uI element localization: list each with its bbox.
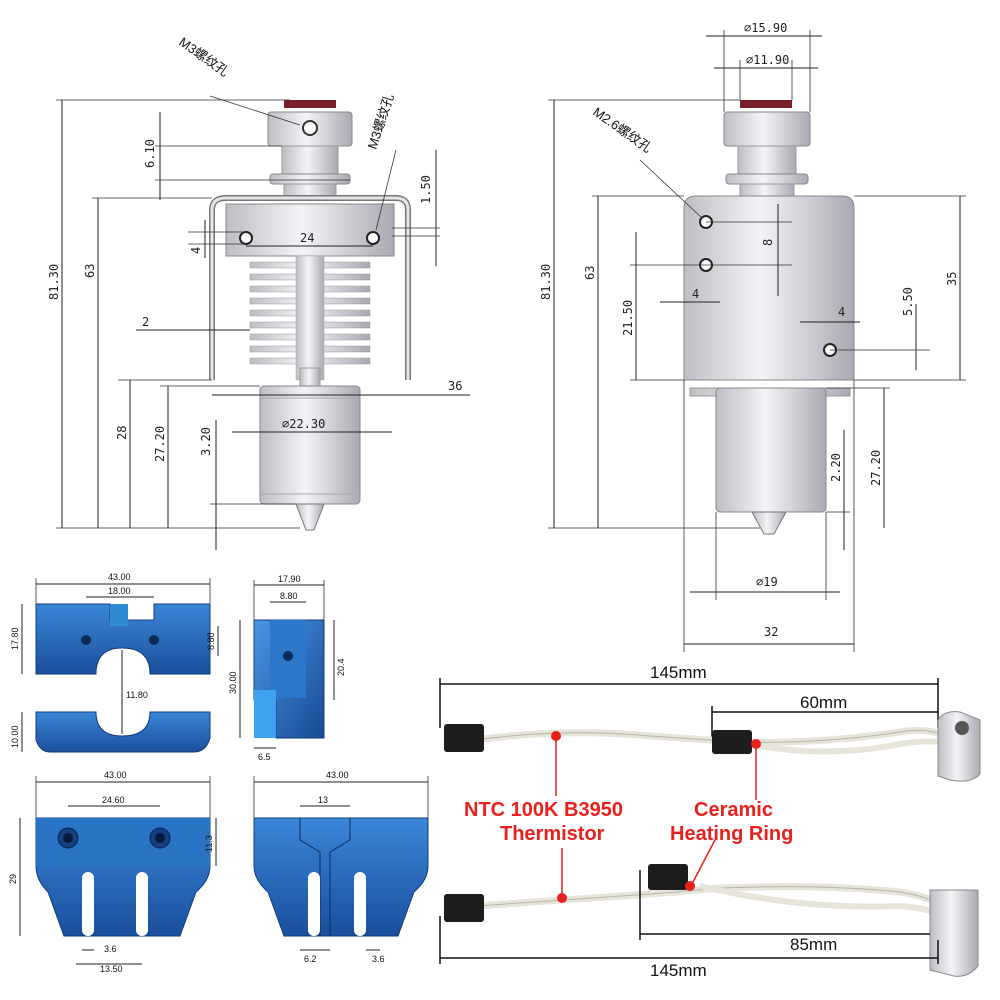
connector-icon — [712, 730, 752, 754]
dim-4-side-b: 4 — [838, 305, 845, 319]
dim-81-30: 81.30 — [47, 264, 61, 300]
dim-43-00-a: 43.00 — [108, 572, 131, 582]
dim-24: 24 — [300, 231, 314, 245]
dim-11-80: 11.80 — [126, 690, 148, 700]
dim-30-00: 30.00 — [228, 671, 238, 694]
heatsink-side — [683, 195, 855, 381]
dim-17-80: 17.80 — [10, 627, 20, 650]
dim-13-50: 13.50 — [100, 964, 123, 974]
hotend-front-view: M3螺纹孔 M3螺纹孔 81.30 63 28 27.20 3.20 6.10 … — [47, 34, 470, 550]
callout-m3-top: M3螺纹孔 — [176, 34, 231, 79]
dim-8-side: 8 — [761, 239, 775, 246]
screw-hole-icon — [239, 231, 253, 245]
dim-3-20: 3.20 — [199, 427, 213, 456]
dim-6-2: 6.2 — [304, 954, 317, 964]
dim-2-20: 2.20 — [829, 453, 843, 482]
dim-5-50: 5.50 — [901, 287, 915, 316]
heater-block-side — [715, 387, 827, 513]
dim-63-side: 63 — [583, 266, 597, 280]
dim-1-50: 1.50 — [419, 175, 433, 204]
m3-hole-icon — [302, 120, 318, 136]
hotend-side-view: M2.6螺纹孔 ∅15.90 ∅11.90 81.30 63 21.50 4 8… — [539, 21, 966, 652]
dim-29: 29 — [8, 874, 18, 884]
dim-43-00-b: 43.00 — [104, 770, 127, 780]
dim-dia-11-90: ∅11.90 — [746, 53, 789, 67]
block-back-view: 43.00 24.60 29 11.3 3.6 13.50 — [8, 770, 217, 974]
dim-4: 4 — [189, 247, 203, 254]
dim-11-3: 11.3 — [204, 835, 214, 852]
dim-8-80-b: 8.80 — [280, 591, 298, 601]
dim-6-5: 6.5 — [258, 752, 271, 762]
length-145mm-top: 145mm — [650, 663, 707, 682]
label-ntc-line1: NTC 100K B3950 — [464, 799, 623, 821]
label-heater-line2: Heating Ring — [670, 823, 793, 845]
pneumatic-collet — [284, 100, 336, 108]
dim-dia-19: ∅19 — [756, 575, 778, 589]
label-ntc-line2: Thermistor — [500, 823, 605, 845]
block-side-view: 17.90 8.80 30.00 20.4 6.5 — [228, 574, 346, 762]
dim-63: 63 — [83, 264, 97, 278]
nozzle — [295, 503, 325, 531]
dim-3-6-b: 3.6 — [372, 954, 385, 964]
dim-dia-15-90: ∅15.90 — [744, 21, 787, 35]
dim-21-50: 21.50 — [621, 300, 635, 336]
dim-13: 13 — [318, 795, 328, 805]
dim-20-4: 20.4 — [336, 658, 346, 676]
block-rear-view: 43.00 13 6.2 3.6 — [253, 770, 429, 964]
dim-35: 35 — [945, 272, 959, 286]
length-60mm: 60mm — [800, 693, 847, 712]
marker-dot — [557, 893, 567, 903]
heater-block — [259, 385, 361, 505]
heating-ring-icon — [937, 711, 981, 782]
connector-icon — [648, 864, 688, 890]
dim-17-90: 17.90 — [278, 574, 301, 584]
dim-3-6-a: 3.6 — [104, 944, 117, 954]
block-front-view: 43.00 18.00 17.80 8.80 11.80 10.00 — [10, 572, 219, 753]
dim-24-60: 24.60 — [102, 795, 125, 805]
length-145mm-bottom: 145mm — [650, 961, 707, 980]
callout-m2-6: M2.6螺纹孔 — [590, 104, 654, 155]
dim-4-side-a: 4 — [692, 287, 699, 301]
dim-2: 2 — [142, 315, 149, 329]
dim-10-00: 10.00 — [10, 725, 20, 748]
dim-27-20-side: 27.20 — [869, 450, 883, 486]
dim-28: 28 — [115, 426, 129, 440]
heater-thermistor-wires: 145mm 60mm NTC 100K B3950 Thermistor Cer… — [439, 663, 981, 980]
dim-81-30-side: 81.30 — [539, 264, 553, 300]
heating-ring-icon — [929, 889, 979, 977]
dim-27-20: 27.20 — [153, 426, 167, 462]
connector-icon — [444, 894, 484, 922]
screw-hole-icon — [366, 231, 380, 245]
connector-icon — [444, 724, 484, 752]
dim-dia-22-30: ∅22.30 — [282, 417, 325, 431]
dim-8-80-a: 8.80 — [206, 632, 216, 650]
dim-36: 36 — [448, 379, 462, 393]
dim-32: 32 — [764, 625, 778, 639]
dim-18-00: 18.00 — [108, 586, 131, 596]
label-heater-line1: Ceramic — [694, 799, 773, 821]
marker-dot — [751, 739, 761, 749]
callout-m3-side: M3螺纹孔 — [365, 92, 397, 151]
length-85mm: 85mm — [790, 935, 837, 954]
dim-43-00-c: 43.00 — [326, 770, 349, 780]
marker-dot — [551, 731, 561, 741]
dim-6-10: 6.10 — [143, 139, 157, 168]
heatsink-fins — [249, 255, 371, 381]
